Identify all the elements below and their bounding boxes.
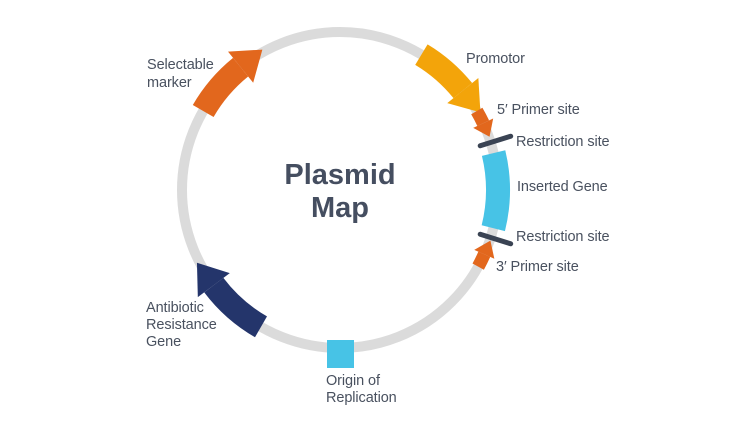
antibiotic-resistance-arrow-head bbox=[196, 262, 230, 298]
promotor-label: Promotor bbox=[466, 51, 525, 67]
restriction-site-top-tick bbox=[477, 133, 514, 149]
inserted-gene-label: Inserted Gene bbox=[517, 179, 608, 195]
promotor-arrow-head bbox=[447, 78, 481, 113]
three-prime-primer-label: 3′ Primer site bbox=[496, 259, 579, 275]
selectable-marker-label-line2: marker bbox=[147, 75, 192, 91]
antibiotic-resistance-label-line2: Resistance bbox=[146, 317, 217, 333]
origin-of-replication-label-line2: Replication bbox=[326, 390, 397, 406]
promotor-arrow bbox=[414, 44, 481, 113]
diagram-title-line2: Map bbox=[311, 192, 369, 224]
antibiotic-resistance-arrow-body bbox=[204, 277, 268, 338]
restriction-site-bottom-tick bbox=[477, 231, 514, 247]
five-prime-primer-arrow-body bbox=[471, 107, 490, 127]
five-prime-primer-label: 5′ Primer site bbox=[497, 102, 580, 118]
five-prime-primer-arrow bbox=[471, 107, 494, 137]
selectable-marker-label-line1: Selectable bbox=[147, 57, 214, 73]
selectable-marker-arrow-body bbox=[192, 57, 249, 118]
antibiotic-resistance-label-line1: Antibiotic bbox=[146, 300, 204, 316]
diagram-title-line1: Plasmid bbox=[284, 159, 395, 191]
restriction-site-top-label: Restriction site bbox=[516, 134, 610, 150]
origin-of-replication-label-line1: Origin of bbox=[326, 373, 381, 389]
antibiotic-resistance-label-line3: Gene bbox=[146, 334, 181, 350]
three-prime-primer-arrow-body bbox=[472, 251, 491, 270]
three-prime-primer-arrow bbox=[472, 240, 495, 270]
three-prime-primer-arrow-head bbox=[474, 240, 495, 259]
five-prime-primer-arrow-head bbox=[473, 118, 494, 137]
selectable-marker-arrow-head bbox=[228, 49, 263, 83]
antibiotic-resistance-arrow bbox=[196, 262, 268, 338]
restriction-site-bottom-label: Restriction site bbox=[516, 229, 610, 245]
origin-of-replication-marker bbox=[327, 340, 354, 368]
selectable-marker-arrow bbox=[192, 49, 263, 118]
promotor-arrow-body bbox=[414, 44, 473, 99]
inserted-gene-arc bbox=[481, 150, 510, 232]
